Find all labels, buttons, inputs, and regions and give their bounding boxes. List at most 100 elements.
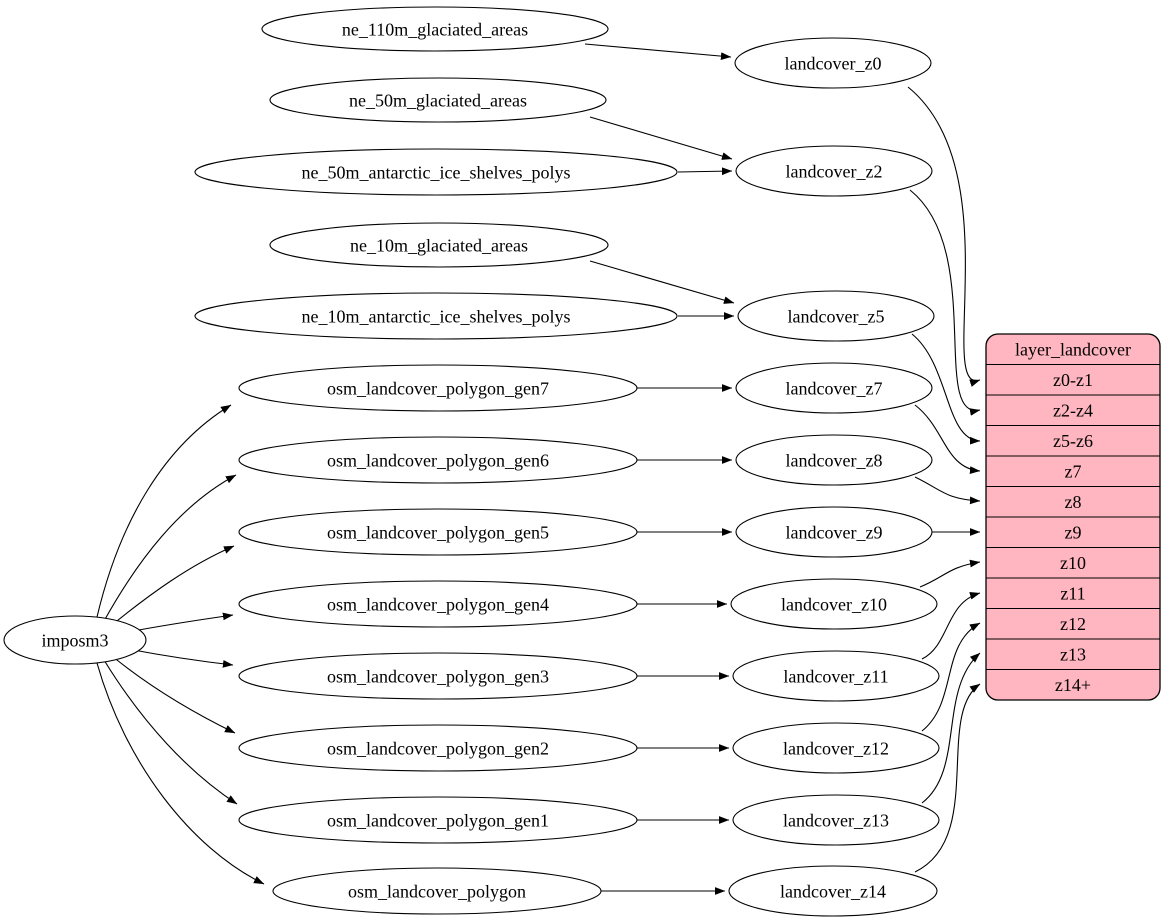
edge-landcover_z7-to-layer-row-z7 <box>914 404 981 474</box>
node-label-landcover_z13: landcover_z13 <box>783 810 889 830</box>
edge-ne_10m_glaciated_areas-to-landcover_z5 <box>589 260 735 304</box>
node-ellipse-landcover_z11 <box>732 650 940 702</box>
node-osm_landcover_polygon_gen5: osm_landcover_polygon_gen5 <box>238 508 638 556</box>
node-label-osm_landcover_polygon_gen5: osm_landcover_polygon_gen5 <box>327 522 549 542</box>
node-label-osm_landcover_polygon_gen4: osm_landcover_polygon_gen4 <box>327 594 549 614</box>
node-label-landcover_z9: landcover_z9 <box>786 522 883 542</box>
edge-imposm3-to-osm_landcover_polygon_gen4 <box>127 612 234 633</box>
node-osm_landcover_polygon_gen2: osm_landcover_polygon_gen2 <box>238 724 638 772</box>
node-ellipse-ne_50m_antarctic_ice_shelves_polys <box>194 148 678 196</box>
edge-imposm3-to-osm_landcover_polygon_gen5 <box>111 545 235 626</box>
node-ellipse-landcover_z2 <box>735 145 933 197</box>
node-label-landcover_z10: landcover_z10 <box>781 594 887 614</box>
node-ellipse-imposm3 <box>3 615 147 665</box>
node-label-ne_110m_glaciated_areas: ne_110m_glaciated_areas <box>342 19 528 39</box>
node-landcover_z7: landcover_z7 <box>735 362 933 414</box>
edge-landcover_z13-to-layer-row-z13 <box>921 652 981 804</box>
edges-layer <box>96 43 981 895</box>
node-ellipse-osm_landcover_polygon_gen1 <box>238 796 638 844</box>
node-ellipse-landcover_z7 <box>735 362 933 414</box>
edge-landcover_z0-to-layer-row-z0-z1 <box>907 86 981 387</box>
node-landcover_z5: landcover_z5 <box>737 290 935 342</box>
node-label-landcover_z0: landcover_z0 <box>785 53 882 73</box>
layer-row-z11: z11 <box>1060 584 1085 604</box>
node-label-landcover_z8: landcover_z8 <box>786 450 883 470</box>
layer-row-z8: z8 <box>1065 492 1082 512</box>
node-label-osm_landcover_polygon_gen1: osm_landcover_polygon_gen1 <box>327 810 549 830</box>
node-label-landcover_z14: landcover_z14 <box>780 881 886 901</box>
node-ellipse-ne_110m_glaciated_areas <box>261 6 609 52</box>
node-ellipse-osm_landcover_polygon_gen7 <box>238 364 638 412</box>
edge-landcover_z10-to-layer-row-z10 <box>919 559 981 588</box>
node-ellipse-osm_landcover_polygon <box>272 867 602 915</box>
node-ellipse-ne_10m_antarctic_ice_shelves_polys <box>194 292 678 340</box>
node-landcover_z13: landcover_z13 <box>732 794 940 846</box>
edge-ne_50m_antarctic_ice_shelves_polys-to-landcover_z2 <box>677 167 733 176</box>
node-label-osm_landcover_polygon_gen2: osm_landcover_polygon_gen2 <box>327 738 549 758</box>
node-osm_landcover_polygon_gen7: osm_landcover_polygon_gen7 <box>238 364 638 412</box>
node-label-ne_50m_glaciated_areas: ne_50m_glaciated_areas <box>349 90 527 110</box>
node-ellipse-landcover_z5 <box>737 290 935 342</box>
node-osm_landcover_polygon_gen4: osm_landcover_polygon_gen4 <box>238 580 638 628</box>
node-label-ne_10m_glaciated_areas: ne_10m_glaciated_areas <box>350 235 528 255</box>
node-ne_110m_glaciated_areas: ne_110m_glaciated_areas <box>261 6 609 52</box>
node-ellipse-landcover_z8 <box>735 434 933 486</box>
node-ellipse-osm_landcover_polygon_gen2 <box>238 724 638 772</box>
edge-landcover_z8-to-layer-row-z8 <box>914 476 981 505</box>
layer-table: layer_landcoverz0-z1z2-z4z5-z6z7z8z9z10z… <box>985 333 1161 701</box>
layer-row-z12: z12 <box>1060 614 1086 634</box>
edge-imposm3-to-osm_landcover_polygon_gen2 <box>111 655 236 734</box>
node-ellipse-ne_10m_glaciated_areas <box>269 222 609 268</box>
layer-row-z5-z6: z5-z6 <box>1053 431 1093 451</box>
node-landcover_z0: landcover_z0 <box>734 37 932 89</box>
node-label-imposm3: imposm3 <box>41 630 108 650</box>
node-imposm3: imposm3 <box>3 615 147 665</box>
layer-row-z10: z10 <box>1060 553 1086 573</box>
node-ne_50m_antarctic_ice_shelves_polys: ne_50m_antarctic_ice_shelves_polys <box>194 148 678 196</box>
layer-row-z13: z13 <box>1060 645 1086 665</box>
node-label-landcover_z5: landcover_z5 <box>788 306 885 326</box>
table-layer: layer_landcoverz0-z1z2-z4z5-z6z7z8z9z10z… <box>985 333 1161 701</box>
layer-row-z2-z4: z2-z4 <box>1053 401 1093 421</box>
node-ne_10m_antarctic_ice_shelves_polys: ne_10m_antarctic_ice_shelves_polys <box>194 292 678 340</box>
node-ellipse-ne_50m_glaciated_areas <box>269 77 607 123</box>
node-landcover_z14: landcover_z14 <box>728 865 938 917</box>
node-ellipse-landcover_z9 <box>735 506 933 558</box>
edge-landcover_z2-to-layer-row-z2-z4 <box>909 189 981 416</box>
node-label-osm_landcover_polygon_gen3: osm_landcover_polygon_gen3 <box>327 666 549 686</box>
node-ellipse-landcover_z13 <box>732 794 940 846</box>
node-ne_50m_glaciated_areas: ne_50m_glaciated_areas <box>269 77 607 123</box>
node-ellipse-osm_landcover_polygon_gen4 <box>238 580 638 628</box>
node-label-landcover_z7: landcover_z7 <box>786 378 883 398</box>
node-label-osm_landcover_polygon_gen7: osm_landcover_polygon_gen7 <box>327 378 549 398</box>
node-landcover_z12: landcover_z12 <box>732 722 940 774</box>
edge-landcover_z5-to-layer-row-z5-z6 <box>911 333 981 445</box>
edge-imposm3-to-osm_landcover_polygon <box>96 662 265 885</box>
node-label-ne_10m_antarctic_ice_shelves_polys: ne_10m_antarctic_ice_shelves_polys <box>302 306 571 326</box>
node-osm_landcover_polygon_gen1: osm_landcover_polygon_gen1 <box>238 796 638 844</box>
edge-imposm3-to-osm_landcover_polygon_gen6 <box>103 474 237 622</box>
node-ellipse-landcover_z14 <box>728 865 938 917</box>
node-ellipse-landcover_z10 <box>730 578 938 630</box>
nodes-layer: imposm3 ne_110m_glaciated_areas ne_50m_gla… <box>3 6 940 917</box>
layer-row-z14+: z14+ <box>1055 675 1091 695</box>
node-ellipse-osm_landcover_polygon_gen3 <box>238 652 638 700</box>
edge-ne_50m_glaciated_areas-to-landcover_z2 <box>589 116 733 160</box>
edge-landcover_z14-to-layer-row-z14+ <box>914 683 981 873</box>
node-label-osm_landcover_polygon_gen6: osm_landcover_polygon_gen6 <box>327 450 549 470</box>
edge-landcover_z12-to-layer-row-z12 <box>921 622 981 732</box>
node-label-landcover_z2: landcover_z2 <box>786 161 883 181</box>
layer-row-z0-z1: z0-z1 <box>1053 370 1093 390</box>
node-osm_landcover_polygon_gen6: osm_landcover_polygon_gen6 <box>238 436 638 484</box>
layer-table-title: layer_landcover <box>1015 340 1131 360</box>
node-ellipse-osm_landcover_polygon_gen5 <box>238 508 638 556</box>
layer-row-z7: z7 <box>1065 462 1082 482</box>
node-landcover_z8: landcover_z8 <box>735 434 933 486</box>
node-label-landcover_z11: landcover_z11 <box>783 666 888 686</box>
edge-imposm3-to-osm_landcover_polygon_gen1 <box>103 659 238 805</box>
node-ellipse-landcover_z12 <box>732 722 940 774</box>
edge-ne_110m_glaciated_areas-to-landcover_z0 <box>584 43 732 60</box>
node-ne_10m_glaciated_areas: ne_10m_glaciated_areas <box>269 222 609 268</box>
